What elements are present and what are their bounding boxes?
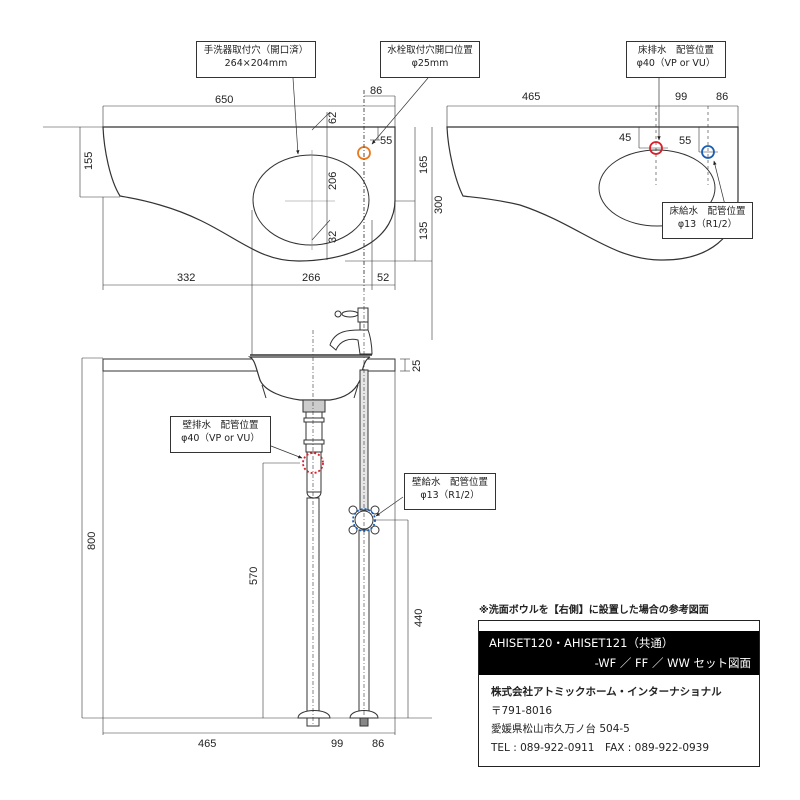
company-name: 株式会社アトミックホーム・インターナショナル: [491, 686, 722, 698]
dim-62: 62: [327, 112, 339, 124]
callout-wall-drain-line1: 壁排水 配管位置: [182, 420, 259, 431]
callout-wall-drain-line2: φ40（VP or VU）: [181, 433, 260, 444]
callout-floor-drain: 床排水 配管位置 φ40（VP or VU）: [626, 41, 726, 78]
title-bar: AHISET120・AHISET121（共通） -WF ／ FF ／ WW セッ…: [479, 631, 759, 675]
title-line2: -WF ／ FF ／ WW セット図面: [594, 656, 751, 670]
basin-hole-outline: [252, 154, 370, 246]
dim-25: 25: [411, 360, 423, 372]
faucet: [329, 307, 373, 355]
supply-pipe: [348, 90, 380, 727]
callout-floor-drain-line1: 床排水 配管位置: [637, 45, 714, 56]
plan-view-right: [446, 78, 739, 261]
company-phone-fax: TEL : 089-922-0911 FAX : 089-922-0939: [491, 741, 710, 754]
dim-45: 45: [619, 132, 631, 144]
dim-52: 52: [377, 272, 389, 284]
company-info: 株式会社アトミックホーム・インターナショナル 〒791-8016 愛媛県松山市久…: [491, 683, 722, 757]
dim-135: 135: [418, 222, 430, 240]
dim-32: 32: [327, 231, 339, 243]
dim-300: 300: [433, 196, 445, 214]
drain-pipe: [297, 330, 331, 727]
callout-wall-drain: 壁排水 配管位置 φ40（VP or VU）: [170, 416, 271, 453]
dim-800: 800: [86, 532, 98, 550]
dim-650: 650: [215, 94, 233, 106]
dim-99-bottom: 99: [331, 738, 343, 750]
company-address: 愛媛県松山市久万ノ台 504-5: [491, 723, 630, 735]
floor-drain-marker: [649, 141, 663, 155]
title-block: AHISET120・AHISET121（共通） -WF ／ FF ／ WW セッ…: [478, 620, 760, 767]
company-postal: 〒791-8016: [491, 704, 553, 717]
floor-supply-marker: [701, 145, 715, 159]
callout-faucet-hole-line1: 水栓取付穴開口位置: [387, 45, 473, 56]
callout-basin-hole: 手洗器取付穴（開口済） 264×204mm: [196, 41, 316, 78]
reference-note: ※洗面ボウルを【右側】に設置した場合の参考図面: [479, 605, 709, 616]
dim-155: 155: [83, 152, 95, 170]
dim-332: 332: [177, 272, 195, 284]
callout-floor-drain-line2: φ40（VP or VU）: [636, 58, 716, 69]
dim-99-top: 99: [675, 91, 687, 103]
callout-wall-supply-line2: φ13（R1/2）: [420, 490, 480, 501]
callout-faucet-hole: 水栓取付穴開口位置 φ25mm: [380, 41, 480, 78]
callout-floor-supply-line1: 床給水 配管位置: [669, 206, 746, 217]
callout-wall-supply-line1: 壁給水 配管位置: [411, 477, 488, 488]
dim-86: 86: [370, 85, 382, 97]
dim-206: 206: [327, 172, 339, 190]
counter-outline-left: [102, 126, 396, 262]
callout-faucet-hole-line2: φ25mm: [411, 58, 449, 69]
callout-floor-supply-line2: φ13（R1/2）: [677, 219, 738, 230]
dim-86-top: 86: [716, 91, 728, 103]
counter-outline-right: [446, 126, 739, 261]
callout-basin-hole-line1: 手洗器取付穴（開口済）: [203, 45, 309, 56]
elevation-dims: 25 800 570 440 465 99 86: [86, 360, 425, 750]
elevation-view: [81, 90, 433, 735]
wall-drain-marker: [302, 452, 324, 474]
basin-bowl: [247, 356, 371, 401]
callout-floor-supply: 床給水 配管位置 φ13（R1/2）: [662, 202, 753, 239]
dim-465-bottom: 465: [198, 738, 216, 750]
callout-wall-supply: 壁給水 配管位置 φ13（R1/2）: [404, 473, 496, 510]
title-line1: AHISET120・AHISET121（共通）: [489, 636, 674, 650]
plan-view-right-dims: 465 99 86 45 55: [522, 91, 728, 147]
dim-465-top: 465: [522, 91, 540, 103]
dim-570: 570: [248, 567, 260, 585]
dim-266: 266: [302, 272, 320, 284]
dim-86-bottom: 86: [372, 738, 384, 750]
callout-basin-hole-line2: 264×204mm: [224, 58, 288, 69]
dim-55-right: 55: [679, 135, 691, 147]
plan-view-left: [43, 77, 433, 290]
dim-440: 440: [413, 609, 425, 627]
dim-55: 55: [380, 135, 392, 147]
plan-view-left-dims: 650 86 155 62 206 32 55 165 300 135 332 …: [83, 85, 445, 284]
dim-165: 165: [418, 156, 430, 174]
